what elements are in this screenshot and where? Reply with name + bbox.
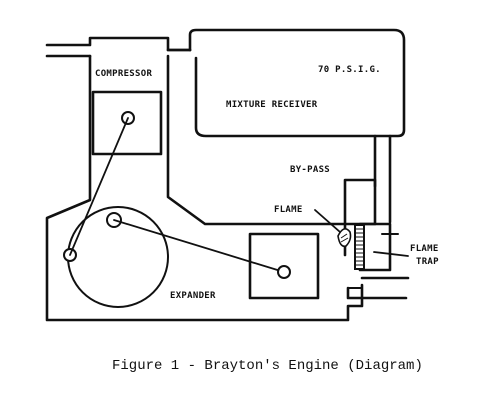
pressure-label: 70 P.S.I.G. <box>318 65 381 75</box>
bypass-chamber <box>343 178 377 226</box>
engine-body-outline <box>45 54 364 322</box>
mixture-receiver-label: MIXTURE RECEIVER <box>226 100 318 110</box>
compressor-label: COMPRESSOR <box>95 69 152 79</box>
flame-trap <box>354 222 392 272</box>
bypass-label: BY-PASS <box>290 165 330 175</box>
flame-pointer-line <box>314 209 341 233</box>
exhaust-pipe <box>346 276 410 300</box>
compressor-cylinder <box>91 90 163 156</box>
expander-connecting-rod <box>113 219 285 273</box>
flame-trap-label-line1: FLAME <box>410 244 439 254</box>
flame-label: FLAME <box>274 205 303 215</box>
expander-label: EXPANDER <box>170 291 216 301</box>
compressor-connecting-rod <box>69 117 129 256</box>
expander-piston-pin <box>277 265 291 279</box>
flame-trap-label-line2: TRAP <box>416 257 439 267</box>
compressor-inner-wall <box>166 54 347 226</box>
inlet-pipe <box>45 36 192 58</box>
mixture-receiver <box>188 28 406 138</box>
expander-cylinder <box>248 232 320 300</box>
flame-trap-pointer-line <box>373 251 409 257</box>
figure-caption: Figure 1 - Brayton's Engine (Diagram) <box>112 358 423 374</box>
